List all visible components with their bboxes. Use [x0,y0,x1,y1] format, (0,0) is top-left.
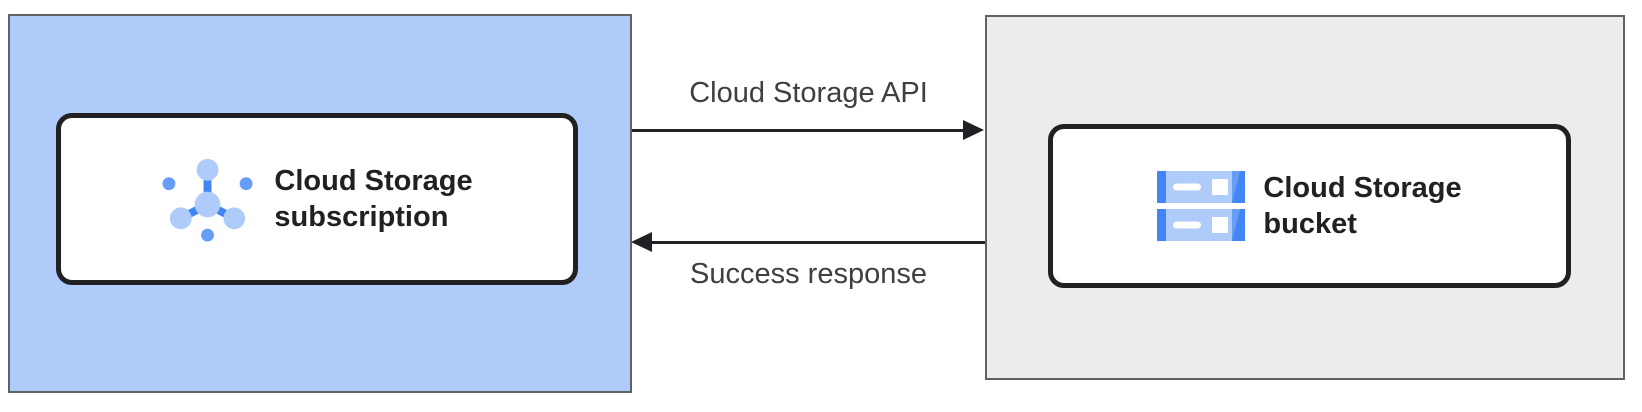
cloud-storage-icon [1157,171,1246,241]
arrowhead-left-icon [631,232,652,252]
edge-label-success-response: Success response [690,258,927,290]
pubsub-icon [161,152,256,247]
edge-label-cloud-storage-api: Cloud Storage API [689,77,928,109]
node-cloud-storage-bucket: Cloud Storage bucket [1048,124,1571,288]
node-label-subscription: Cloud Storage subscription [274,165,473,233]
node-label-bucket: Cloud Storage bucket [1263,172,1462,240]
node-cloud-storage-subscription: Cloud Storage subscription [56,113,578,285]
edge-line-request [632,129,966,132]
arrowhead-right-icon [963,120,984,140]
edge-line-response [650,241,985,244]
